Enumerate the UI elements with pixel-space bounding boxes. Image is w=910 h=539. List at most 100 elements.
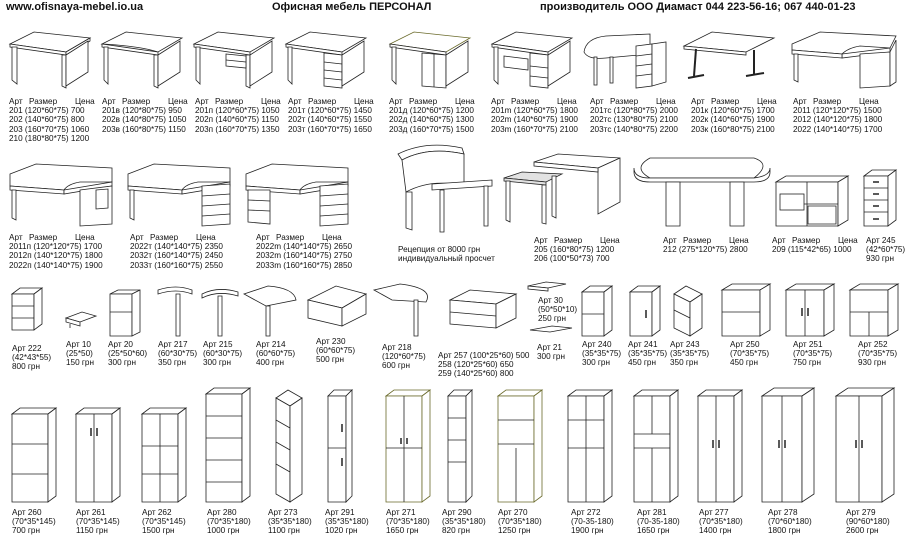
desk-2022m-drawing [245,163,349,227]
caption-line: 1500 грн [142,526,175,536]
price-line: 2011 (120*120*75) 1500 [793,106,882,116]
caption-line: (60*30*75) [158,349,198,359]
caption-line: 1650 грн [386,526,419,536]
caption-line: 1400 грн [699,526,732,536]
caption-272: Арт 272(70-35-180)1900 грн [571,508,614,536]
extension-215-drawing [201,289,239,337]
caption-line: Арт 290 [442,508,472,517]
caption-line: (35*35*75) [582,349,622,359]
desk-201m [490,28,575,90]
caption-line: Арт 243 [670,340,700,349]
col-size: Размер [711,97,740,106]
caption-line: Арт 30 [538,296,563,305]
price-line: 201п (120*60*75) 1050 [195,106,280,116]
caption-line: (35*35*180) [325,517,369,527]
caption-line: 300 грн [582,358,610,368]
col-price: Цена [838,236,858,245]
price-line: 203тс (140*80*75) 2200 [590,124,678,134]
keyboard-shelf-10-drawing [64,311,98,328]
col-size: Размер [409,97,438,106]
bookcase-250-drawing [720,283,772,337]
caption-line: Арт 251 [793,340,823,349]
caption-line: Арт 215 [203,340,233,349]
price-line: 2032m (160*140*75) 2750 [256,251,353,261]
price-line: 203в (160*80*75) 1150 [102,124,186,134]
caption-line: 300 грн [203,358,231,368]
caption-line: 259 (140*25*60) 800 [438,369,514,379]
caption-line: Арт 278 [768,508,798,517]
caption-line: 930 грн [858,358,886,368]
cabinet-281-drawing [632,389,680,503]
caption-line: Арт 222 [12,344,42,353]
col-art: Арт [534,236,548,245]
caption-260: Арт 260(70*35*145)700 грн [12,508,56,536]
desk-2011p [8,160,120,228]
caption-line: (70*35*180) [207,517,251,527]
caption-20: Арт 20(25*50*60)300 грн [108,340,147,368]
cabinet-261-drawing [74,407,122,503]
caption-line: Арт 261 [76,508,106,517]
row4-drawings [10,387,896,503]
price-line: 203m (160*70*75) 2100 [491,124,578,134]
col-art: Арт [9,97,23,106]
price-line: 201m (120*60*75) 1800 [491,106,578,116]
caption-line: Арт 281 [637,508,667,517]
caption-280: Арт 280(70*35*180)1000 грн [207,508,251,536]
desk-2022m [244,160,356,228]
caption-line: Арт 20 [108,340,133,349]
extension-218-drawing [372,283,428,337]
caption-215: Арт 215(60*30*75)300 грн [203,340,242,368]
caption-30: Арт 30(50*50*10)250 грн [538,296,577,324]
col-size: Размер [792,236,821,245]
caption-line: (60*60*75) [256,349,296,359]
col-price: Цена [196,233,216,242]
caption-line: Арт 218 [382,343,412,352]
price-line: 203д (160*70*75) 1500 [389,124,474,134]
caption-line: Арт 273 [268,508,298,517]
caption-222: Арт 222(42*43*55)800 грн [12,344,51,372]
caption-line: 700 грн [12,526,40,536]
caption-278: Арт 278(70*60*180)1800 грн [768,508,812,536]
col-art: Арт [691,97,705,106]
price-line: 203п (160*70*75) 1350 [195,124,280,134]
price-line: 202д (140*60*75) 1300 [389,115,474,125]
caption-262: Арт 262(70*35*145)1500 грн [142,508,186,536]
desk-201-drawing [8,31,92,89]
price-line: 203т (160*70*75) 1650 [288,124,372,134]
caption-line: (25*50) [66,349,93,359]
cabinet-262-drawing [140,407,188,503]
caption-line: 1000 грн [207,526,240,536]
price-line: 206 (100*50*73) 700 [534,254,610,264]
caption-291: Арт 291(35*35*180)1020 грн [325,508,369,536]
desk-201k-drawing [682,31,776,79]
caption-line: Арт 260 [12,508,42,517]
col-size: Размер [610,97,639,106]
desk-201t-drawing [284,31,368,89]
caption-line: Арт 280 [207,508,237,517]
catalog-title: Офисная мебель ПЕРСОНАЛ [272,1,432,13]
caption-line: Арт 230 [316,337,346,346]
desk-2011 [790,26,902,90]
reception-drawing [397,144,493,233]
row3-drawings [10,281,900,337]
cpu-stand-20-drawing [109,289,141,337]
caption-line: (25*50*60) [108,349,148,359]
cabinet-271-drawing [384,389,432,503]
caption-line: Арт 279 [846,508,876,517]
caption-line: 150 грн [66,358,94,368]
caption-line: (50*50*10) [538,305,578,315]
caption-line: (70*35*145) [12,517,56,527]
desk-201v [100,28,185,90]
caption-10: Арт 10(25*50)150 грн [66,340,94,368]
caption-line: Арт 241 [628,340,658,349]
col-size: Размер [276,233,305,242]
caption-line: 1150 грн [76,526,108,536]
caption-218: Арт 218(120*60*75)600 грн [382,343,426,371]
caption-241: Арт 241(35*35*75)450 грн [628,340,667,368]
caption-line: Арт 240 [582,340,612,349]
col-art: Арт [663,236,677,245]
col-art: Арт [389,97,403,106]
